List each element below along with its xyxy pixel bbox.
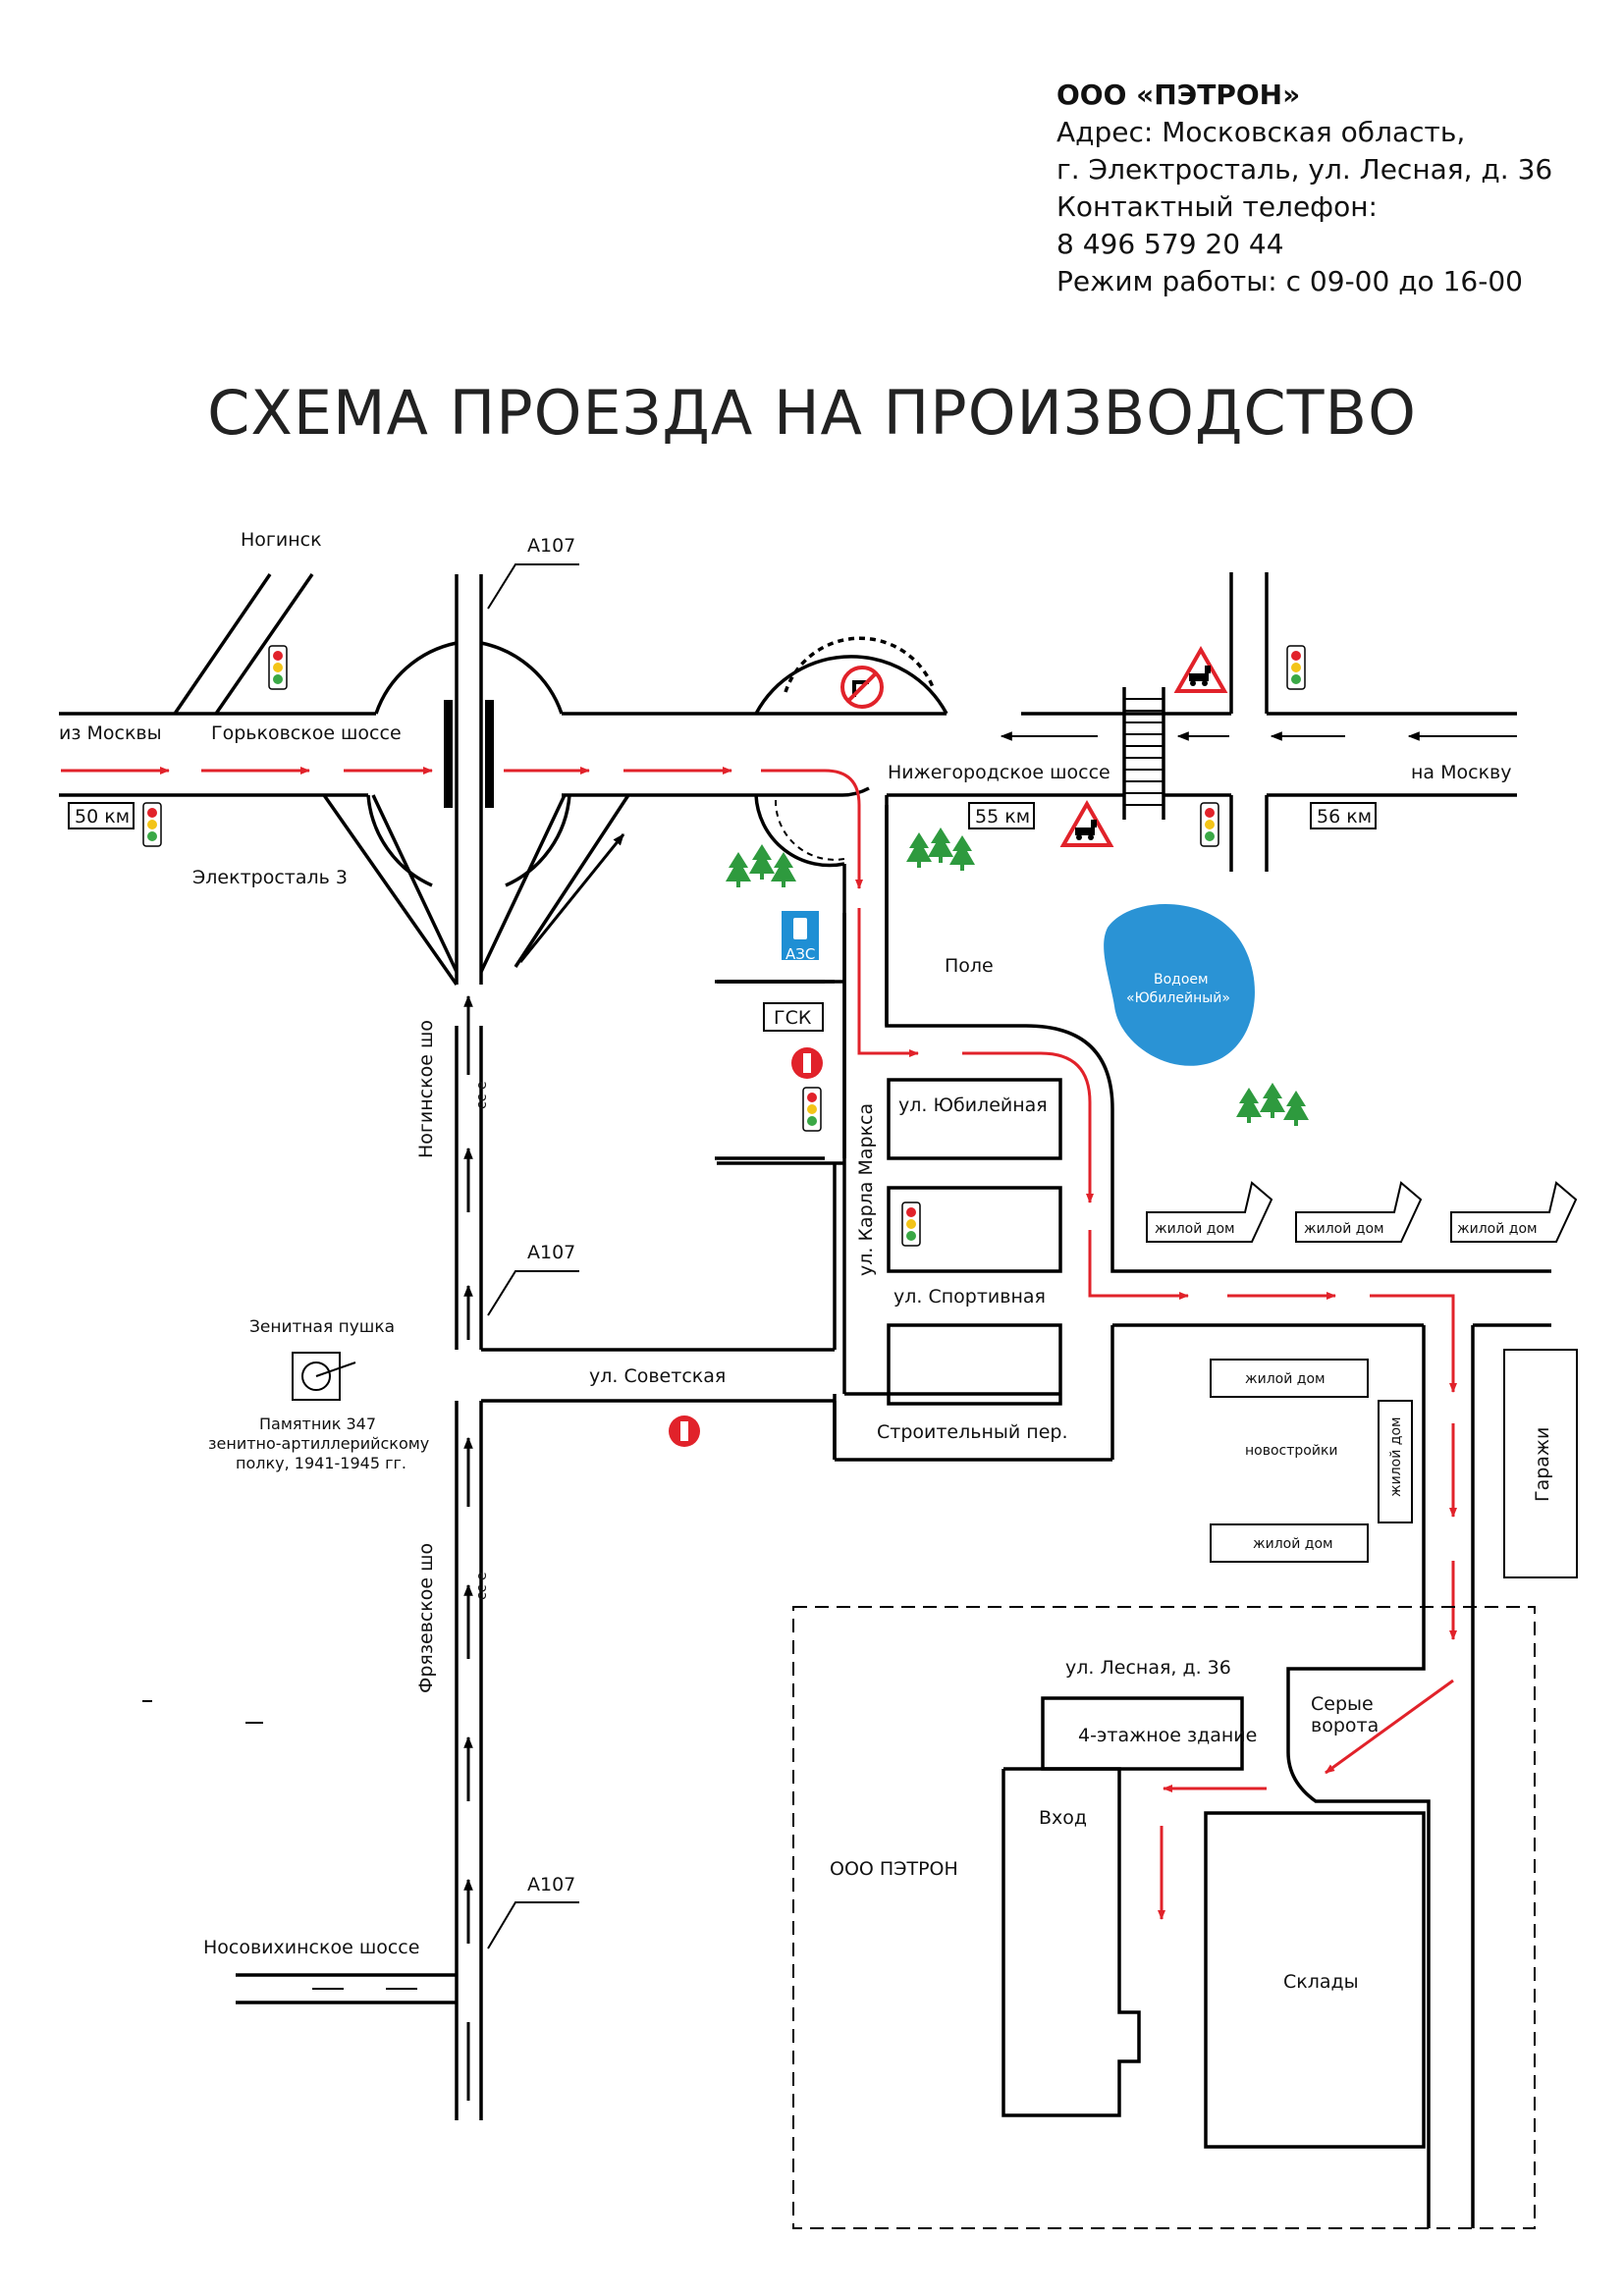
label-km55: 55 км — [975, 806, 1030, 828]
u-turn-loop — [754, 636, 948, 868]
label-building4: 4-этажное здание — [1078, 1725, 1257, 1746]
label-lesnaya36: ул. Лесная, д. 36 — [1065, 1657, 1231, 1679]
label-noginskoe-sho: Ногинское шо — [415, 1020, 437, 1158]
phone-number: 8 496 579 20 44 — [1056, 228, 1284, 260]
label-km50: 50 км — [75, 806, 130, 828]
phone-label: Контактный телефон: — [1056, 190, 1378, 223]
label-sovetskaya: ул. Советская — [589, 1365, 726, 1387]
company-name: ООО «ПЭТРОН» — [1056, 79, 1301, 111]
label-to-moscow: на Москву — [1411, 762, 1512, 783]
label-fryazevskoe-sho: Фрязевское шо — [415, 1543, 437, 1693]
railway-crossing — [1122, 687, 1165, 820]
a107-direction-arrows — [463, 731, 1517, 2101]
address-line-2: г. Электросталь, ул. Лесная, д. 36 — [1056, 153, 1553, 186]
company-site — [792, 1606, 1536, 2229]
label-azs: АЗС — [785, 945, 815, 963]
label-house-3: жилой дом — [1457, 1221, 1538, 1237]
label-gorkovskoe: Горьковское шоссе — [211, 722, 402, 744]
label-a107-top: А107 — [527, 535, 575, 557]
label-reservoir-2: «Юбилейный» — [1126, 990, 1230, 1006]
label-yubileynaya: ул. Юбилейная — [898, 1095, 1048, 1116]
roundabout — [322, 641, 630, 987]
label-sse-bot: сс е — [474, 1573, 490, 1600]
label-zenith-gun: Зенитная пушка — [249, 1317, 395, 1337]
label-house-6: жилой дом — [1253, 1536, 1333, 1552]
karla-marksa-road — [717, 805, 1551, 2228]
route-path — [61, 767, 1457, 1920]
label-grey-gates-2: ворота — [1311, 1715, 1379, 1736]
reservoir — [1104, 903, 1255, 1066]
label-novostroyki: новостройки — [1245, 1443, 1338, 1459]
label-house-5: жилой дом — [1388, 1416, 1404, 1497]
label-grey-gates-1: Серые — [1311, 1693, 1374, 1715]
label-elektrostal3: Электросталь 3 — [192, 867, 348, 888]
label-monument-1: Памятник 347 — [259, 1415, 376, 1433]
houses — [1146, 1181, 1578, 1578]
address-line-1: Адрес: Московская область, — [1056, 116, 1466, 148]
label-km56: 56 км — [1317, 806, 1372, 828]
label-field: Поле — [945, 955, 994, 977]
label-nosovikhinskoe: Носовихинское шоссе — [203, 1937, 419, 1958]
label-house-1: жилой дом — [1155, 1221, 1235, 1237]
label-house-2: жилой дом — [1304, 1221, 1384, 1237]
label-sse-top: сс е — [474, 1082, 490, 1109]
label-petron: ООО ПЭТРОН — [830, 1858, 958, 1880]
label-warehouses: Склады — [1283, 1971, 1359, 1993]
label-sportivnaya: ул. Спортивная — [893, 1286, 1046, 1308]
label-monument-2: зенитно-артиллерийскому — [208, 1434, 429, 1453]
a107-road — [455, 574, 483, 2120]
label-a107-bot: А107 — [527, 1874, 575, 1896]
company-info: ООО «ПЭТРОН» Адрес: Московская область, … — [1056, 77, 1552, 300]
page-title: СХЕМА ПРОЕЗДА НА ПРОИЗВОДСТВО — [207, 377, 1417, 449]
label-gsk: ГСК — [774, 1007, 812, 1029]
label-from-moscow: из Москвы — [59, 722, 162, 744]
a107-branches — [142, 563, 579, 2004]
label-house-4: жилой дом — [1245, 1371, 1326, 1387]
gas-station-icon — [782, 911, 819, 960]
city-blocks — [715, 980, 1062, 1406]
label-entrance: Вход — [1039, 1807, 1087, 1829]
label-noginsk: Ногинск — [241, 529, 322, 551]
sovetskaya-street — [481, 1163, 837, 1460]
label-a107-mid: А107 — [527, 1242, 575, 1263]
zenith-gun-icon — [292, 1352, 356, 1401]
label-garages: Гаражи — [1532, 1427, 1553, 1502]
label-reservoir-1: Водоем — [1154, 972, 1209, 988]
working-hours: Режим работы: с 09-00 до 16-00 — [1056, 265, 1523, 297]
label-monument-3: полку, 1941-1945 гг. — [236, 1454, 406, 1472]
label-stroitelny: Строительный пер. — [877, 1421, 1068, 1443]
label-karla-marksa: ул. Карла Маркса — [855, 1103, 877, 1276]
label-nizhegorodskoe: Нижегородское шоссе — [888, 762, 1110, 783]
